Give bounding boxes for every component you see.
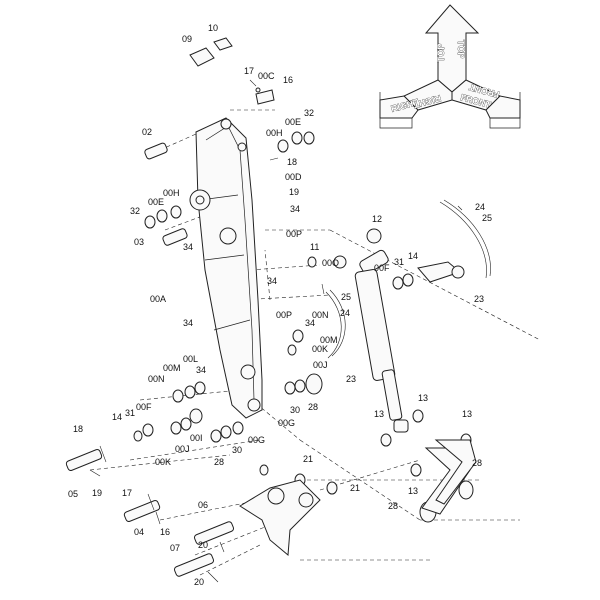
pin-05 — [65, 449, 103, 471]
callout-00f-b: 00F — [136, 402, 152, 412]
callout-34b: 34 — [183, 242, 193, 252]
callout-00k-b: 00K — [155, 457, 171, 467]
callout-25a: 25 — [482, 213, 492, 223]
callout-07: 07 — [170, 543, 180, 553]
callout-00e-a: 00E — [285, 117, 301, 127]
callout-00d: 00D — [285, 172, 302, 182]
callout-20b: 20 — [194, 577, 204, 587]
callout-00h-b: 00H — [163, 188, 180, 198]
callout-32a: 32 — [304, 108, 314, 118]
callout-00p-b: 00P — [276, 310, 292, 320]
callout-32b: 32 — [130, 206, 140, 216]
callout-00f-a: 00F — [374, 263, 390, 273]
callout-34e: 34 — [305, 318, 315, 328]
orientation-symbol: TOP TOP RIGHT RIGHT FRONT FRONT — [379, 4, 521, 129]
pin-04 — [123, 500, 161, 522]
callout-13c: 13 — [462, 409, 472, 419]
callout-13d: 13 — [408, 486, 418, 496]
callout-04: 04 — [134, 527, 144, 537]
callout-00g-a: 00G — [278, 418, 295, 428]
callout-10: 10 — [208, 23, 218, 33]
callout-00h-a: 00H — [266, 128, 283, 138]
callout-13b: 13 — [418, 393, 428, 403]
pin-02 — [144, 142, 168, 160]
callout-05: 05 — [68, 489, 78, 499]
callout-28b: 28 — [214, 457, 224, 467]
callout-00n-b: 00N — [148, 374, 165, 384]
callout-25b: 25 — [341, 292, 351, 302]
callout-23a: 23 — [474, 294, 484, 304]
callout-24b: 24 — [340, 308, 350, 318]
callout-00j-a: 00J — [313, 360, 328, 370]
callout-31a: 31 — [394, 257, 404, 267]
callout-09: 09 — [182, 34, 192, 44]
callout-00m-b: 00M — [163, 363, 181, 373]
callout-02: 02 — [142, 127, 152, 137]
callout-34d: 34 — [183, 318, 193, 328]
callout-31b: 31 — [125, 408, 135, 418]
mounting-plate — [189, 37, 233, 67]
callout-03: 03 — [134, 237, 144, 247]
callout-34f: 34 — [196, 365, 206, 375]
callout-18b: 18 — [73, 424, 83, 434]
boom-assembly — [189, 117, 263, 419]
direction-top-right-label: TOP — [456, 40, 466, 58]
callout-00j-b: 00J — [175, 444, 190, 454]
callout-17a: 17 — [244, 66, 254, 76]
callout-00c: 00C — [258, 71, 275, 81]
bolts — [89, 79, 463, 583]
callout-00l: 00L — [183, 354, 198, 364]
pin-07 — [173, 553, 215, 577]
callout-11: 11 — [310, 242, 319, 252]
callout-14b: 14 — [112, 412, 122, 422]
callout-00p-a: 00P — [286, 229, 302, 239]
linkage — [421, 439, 477, 515]
callout-00m-a: 00M — [320, 335, 338, 345]
callout-00g-b: 00G — [248, 435, 265, 445]
callout-30a: 30 — [290, 405, 300, 415]
callout-00i: 00I — [190, 433, 203, 443]
callout-28c: 28 — [472, 458, 482, 468]
callout-28a: 28 — [308, 402, 318, 412]
callout-21b: 21 — [350, 483, 360, 493]
callout-20a: 20 — [198, 540, 208, 550]
callout-00a: 00A — [150, 294, 166, 304]
direction-top-left-label: TOP — [436, 44, 446, 62]
callout-12: 12 — [372, 214, 382, 224]
boom-cylinder — [333, 228, 465, 433]
hoses — [325, 199, 491, 359]
link-bracket — [239, 479, 321, 557]
callout-19a: 19 — [289, 187, 299, 197]
callout-34c: 34 — [267, 276, 277, 286]
callout-21a: 21 — [303, 454, 313, 464]
callout-24a: 24 — [475, 202, 485, 212]
callout-28d: 28 — [388, 501, 398, 511]
callout-00e-b: 00E — [148, 197, 164, 207]
callout-00n-a: 00N — [312, 310, 329, 320]
callout-19b: 19 — [92, 488, 102, 498]
callout-18a: 18 — [287, 157, 297, 167]
callout-14a: 14 — [408, 251, 418, 261]
callout-30b: 30 — [232, 445, 242, 455]
callout-16a: 16 — [283, 75, 293, 85]
callout-00o: 00O — [322, 258, 339, 268]
callout-34a: 34 — [290, 204, 300, 214]
callout-17b: 17 — [122, 488, 132, 498]
callout-06: 06 — [198, 500, 208, 510]
callout-13a: 13 — [374, 409, 384, 419]
callout-23b: 23 — [346, 374, 356, 384]
pin-03 — [162, 228, 188, 246]
pin-06 — [193, 521, 235, 545]
callout-00k-a: 00K — [312, 344, 328, 354]
callout-16b: 16 — [160, 527, 170, 537]
